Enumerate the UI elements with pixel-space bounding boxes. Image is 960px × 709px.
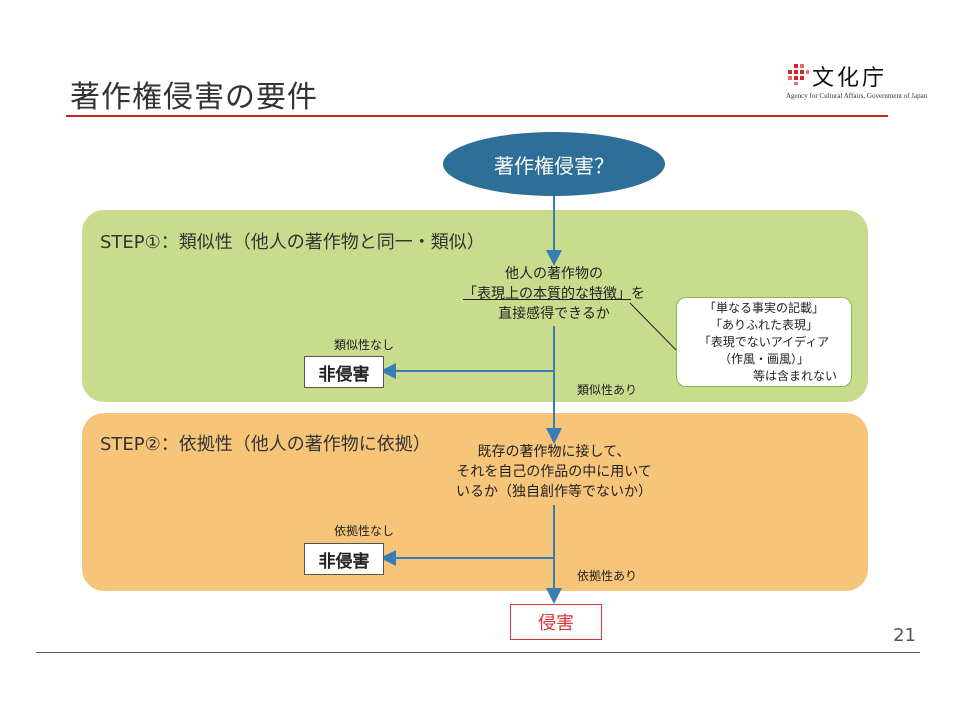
footer-rule bbox=[36, 652, 920, 653]
step1-label: STEP①：類似性（他人の著作物と同一・類似） bbox=[100, 232, 485, 253]
step2-label: STEP②：依拠性（他人の著作物に依拠） bbox=[100, 434, 431, 455]
logo-text: 文化庁 bbox=[812, 66, 888, 91]
step2-non-infringement-box: 非侵害 bbox=[304, 543, 384, 575]
step2-question-line2: それを自己の作品の中に用いて bbox=[456, 464, 652, 480]
title-underline bbox=[66, 115, 888, 117]
step1-question-line3: 直接感得できるか bbox=[498, 306, 610, 322]
step2-panel bbox=[82, 413, 868, 591]
start-node: 著作権侵害？ bbox=[443, 132, 665, 196]
callout-line: 「表現でないアイディア bbox=[698, 335, 830, 349]
callout-line: （作風・画風）」 bbox=[718, 352, 809, 366]
step1-non-infringement-box: 非侵害 bbox=[304, 356, 384, 388]
step1-question: 他人の著作物の 「表現上の本質的な特徴」を 直接感得できるか bbox=[454, 264, 654, 324]
step2-question-line3: いるか（独自創作等でないか） bbox=[456, 484, 652, 500]
exclusion-callout: 「単なる事実の記載」 「ありふれた表現」 「表現でないアイディア （作風・画風）… bbox=[676, 297, 852, 387]
logo-mark-icon bbox=[788, 64, 809, 85]
callout-connector bbox=[629, 302, 679, 353]
essential-feature-text: 「表現上の本質的な特徴」 bbox=[463, 286, 631, 302]
logo-subtitle: Agency for Cultural Affairs, Government … bbox=[786, 92, 928, 100]
callout-line: 「ありふれた表現」 bbox=[709, 318, 818, 332]
step1-question-line1: 他人の著作物の bbox=[505, 266, 603, 282]
callout-line: 等は含まれない bbox=[752, 369, 837, 383]
agency-logo: 文化庁 Agency for Cultural Affairs, Governm… bbox=[786, 62, 927, 106]
callout-line: 「単なる事実の記載」 bbox=[703, 301, 824, 315]
step2-question: 既存の著作物に接して、 それを自己の作品の中に用いて いるか（独自創作等でないか… bbox=[434, 442, 674, 502]
step2-yes-label: 依拠性あり bbox=[577, 569, 638, 583]
step1-no-label: 類似性なし bbox=[334, 338, 395, 352]
step1-yes-label: 類似性あり bbox=[577, 383, 638, 397]
infringement-box: 侵害 bbox=[510, 604, 602, 640]
step2-no-label: 依拠性なし bbox=[334, 524, 395, 538]
page-title: 著作権侵害の要件 bbox=[70, 80, 318, 115]
step1-question-line2: 「表現上の本質的な特徴」を bbox=[463, 286, 645, 302]
page-number: 21 bbox=[893, 625, 916, 646]
step2-question-line1: 既存の著作物に接して、 bbox=[477, 444, 631, 460]
